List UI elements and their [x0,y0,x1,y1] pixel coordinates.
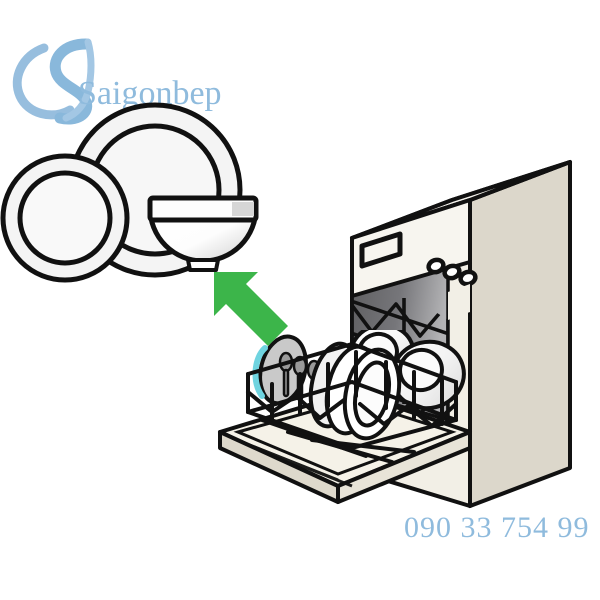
dishwasher-appliance[interactable] [218,160,572,508]
green-arrow-shape [214,272,288,346]
control-button-3[interactable] [458,269,478,287]
green-direction-arrow [214,272,288,346]
panel-corner-band [448,284,470,320]
dishware-group [0,102,259,283]
control-button-2[interactable] [442,263,462,281]
logo-swoosh-ring [12,43,75,120]
control-panel-face [350,198,472,298]
dishwasher-side-panel [468,160,572,508]
door-surface-lines [231,436,353,488]
watermark-logo [12,38,95,125]
bowl [147,195,259,272]
door-right-edge [336,430,472,504]
small-plate-inner [17,170,113,266]
logo-letter-s [49,38,93,125]
control-panel[interactable] [350,198,478,298]
bowl-rim-highlight [232,202,254,216]
control-button-1[interactable] [426,257,446,275]
bowl-rim [147,195,259,223]
bowl-foot [186,258,220,272]
basket-wire-frame[interactable] [246,342,458,464]
phone-number-text: 090 33 754 99 [404,511,590,544]
lower-basket-group[interactable] [246,318,471,464]
logo-letter-s-tail [62,38,95,122]
display-window[interactable] [359,231,403,269]
